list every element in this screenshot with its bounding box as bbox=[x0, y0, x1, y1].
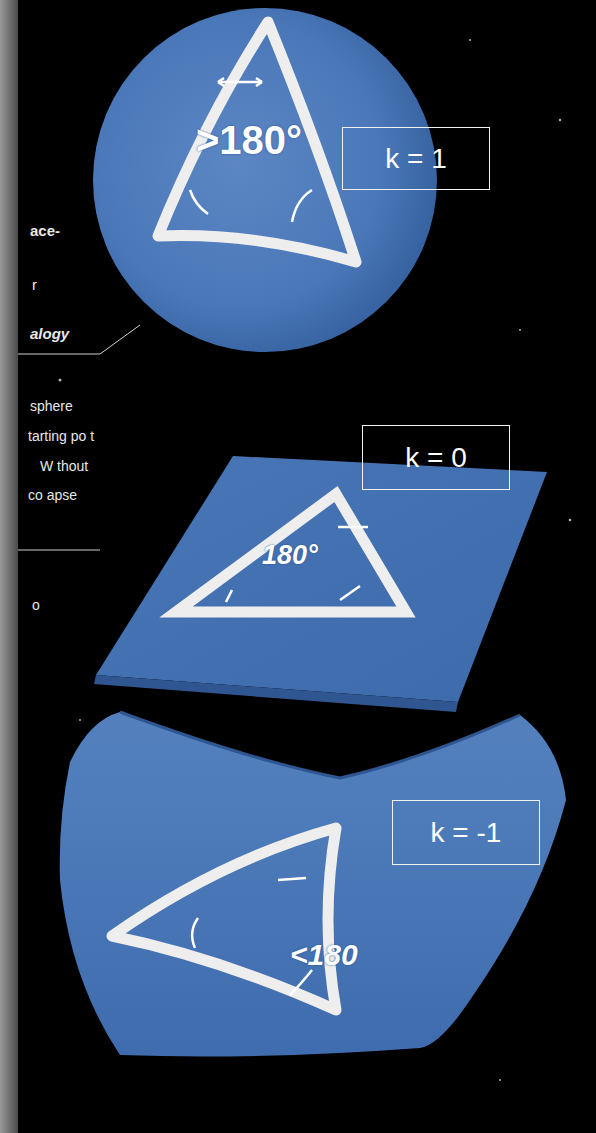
cut-off-text: W thout bbox=[40, 458, 88, 474]
curvature-value: k = -1 bbox=[431, 817, 502, 849]
angle-sum-label: >180° bbox=[196, 118, 302, 163]
cut-off-text: o bbox=[32, 597, 40, 613]
cut-off-text: r bbox=[32, 276, 37, 293]
cut-off-text: sphere bbox=[30, 398, 73, 414]
cut-off-text: ace- bbox=[30, 222, 60, 239]
angle-sum-label: <180 bbox=[290, 938, 358, 972]
curvature-value: k = 1 bbox=[385, 143, 446, 175]
cut-off-text: tarting po t bbox=[28, 428, 94, 444]
curvature-label-box: k = -1 bbox=[392, 800, 540, 865]
cut-off-text: alogy bbox=[30, 325, 69, 342]
curvature-label-box: k = 1 bbox=[342, 127, 490, 190]
cut-off-text: co apse bbox=[28, 487, 77, 503]
angle-sum-label: 180° bbox=[262, 540, 318, 571]
curvature-value: k = 0 bbox=[405, 442, 466, 474]
curvature-label-box: k = 0 bbox=[362, 425, 510, 490]
